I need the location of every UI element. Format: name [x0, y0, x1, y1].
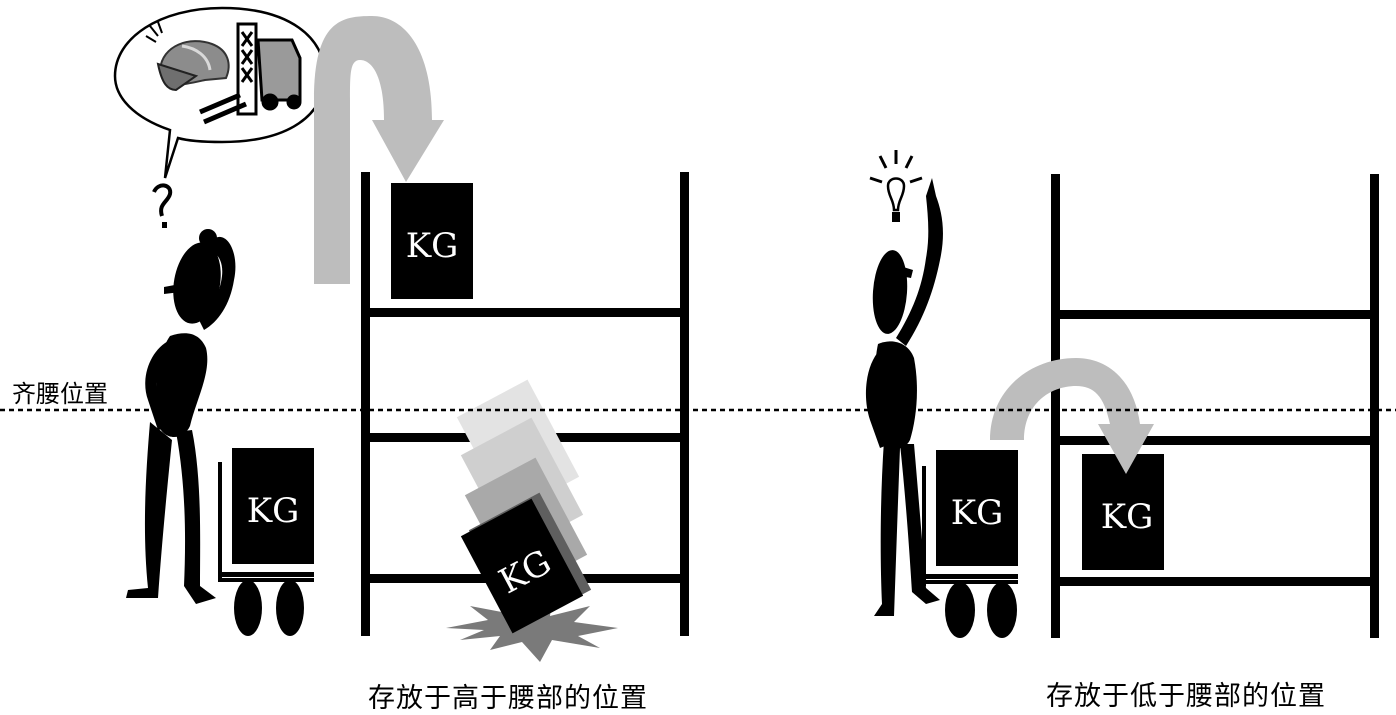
caption-below-waist: 存放于低于腰部的位置 [1046, 674, 1326, 713]
svg-text:KG: KG [406, 226, 459, 266]
svg-text:KG: KG [951, 493, 1004, 533]
idea-worker [866, 178, 943, 616]
box-on-cart-right: KG [936, 450, 1018, 566]
waist-level-label: 齐腰位置 [12, 374, 108, 409]
box-on-cart-left: KG [232, 448, 314, 564]
lightbulb-icon [870, 150, 922, 222]
box-low-shelf-right: KG [1082, 454, 1164, 570]
box-label: KG [247, 491, 300, 531]
svg-text:KG: KG [1101, 497, 1154, 537]
question-mark-icon [154, 185, 170, 228]
caption-above-waist: 存放于高于腰部的位置 [368, 676, 648, 715]
box-top-shelf-left: KG [391, 183, 473, 299]
